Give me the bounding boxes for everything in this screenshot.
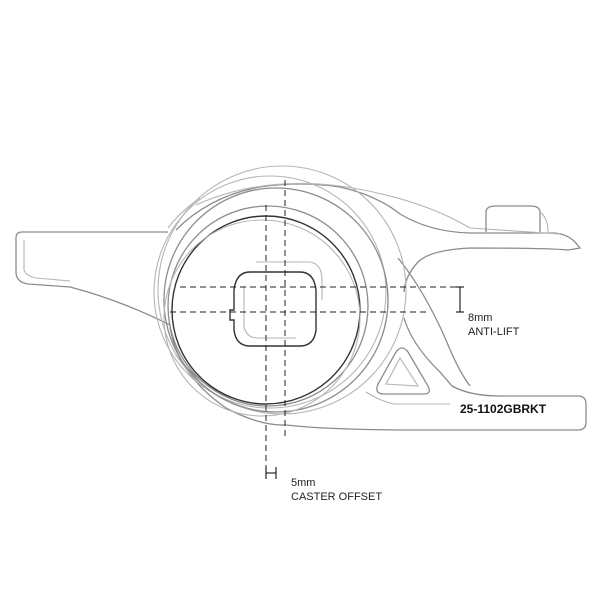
inner-sleeve (229, 261, 323, 347)
centerlines (170, 180, 460, 478)
anti-lift-dimension (456, 286, 464, 313)
anti-lift-value: 8mm (468, 312, 492, 324)
part-number: 25-1102GBRKT (460, 402, 547, 416)
caster-offset-label: CASTER OFFSET (291, 491, 382, 503)
arm-body (15, 182, 587, 431)
caster-offset-dimension (265, 467, 277, 479)
anti-lift-label: ANTI-LIFT (468, 326, 520, 338)
caster-offset-value: 5mm (291, 477, 315, 489)
